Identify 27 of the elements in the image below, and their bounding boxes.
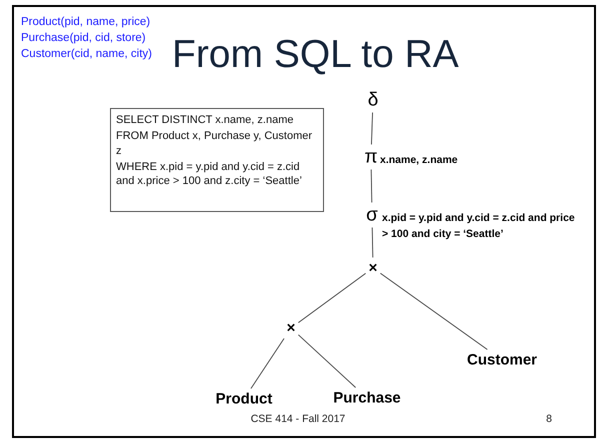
relation-name: Product	[216, 392, 272, 406]
operator-condition: x.pid = y.pid and y.cid = z.cid and price > 100 and city = ‘Seattle’	[382, 211, 576, 242]
page-number: 8	[546, 413, 552, 425]
tree-edge	[370, 169, 372, 203]
relation-name: Customer	[467, 352, 537, 368]
sql-clause: WHERE x.pid = y.pid and y.cid = z.cid and x.price > 100 and z.city = ‘Seattle’	[116, 160, 303, 188]
operator-symbol: π	[364, 148, 378, 166]
sql-clause: FROM Product x, Purchase y, Customer z	[116, 129, 314, 158]
operator-symbol: ×	[286, 320, 296, 336]
tree-edge	[372, 227, 374, 258]
operator-condition: x.name, z.name	[380, 153, 459, 168]
tree-edge	[250, 338, 284, 389]
relation-name: Purchase	[333, 390, 401, 406]
slide-title: From SQL to RA	[172, 33, 459, 77]
sql-query-box	[110, 108, 324, 212]
tree-edge	[371, 112, 373, 145]
schema-text: Customer(cid, name, city)	[21, 48, 152, 60]
footer-text: CSE 414 - Fall 2017	[250, 413, 346, 425]
sql-clause: SELECT DISTINCT x.name, z.name	[116, 113, 294, 128]
tree-edge	[298, 272, 366, 324]
tree-edge	[298, 334, 356, 388]
tree-edge	[380, 272, 488, 350]
schema-text: Purchase(pid, cid, store)	[21, 32, 146, 44]
operator-symbol: σ	[366, 206, 378, 224]
schema-text: Product(pid, name, price)	[21, 16, 150, 28]
operator-symbol: ×	[368, 260, 378, 276]
operator-symbol: δ	[368, 90, 378, 110]
